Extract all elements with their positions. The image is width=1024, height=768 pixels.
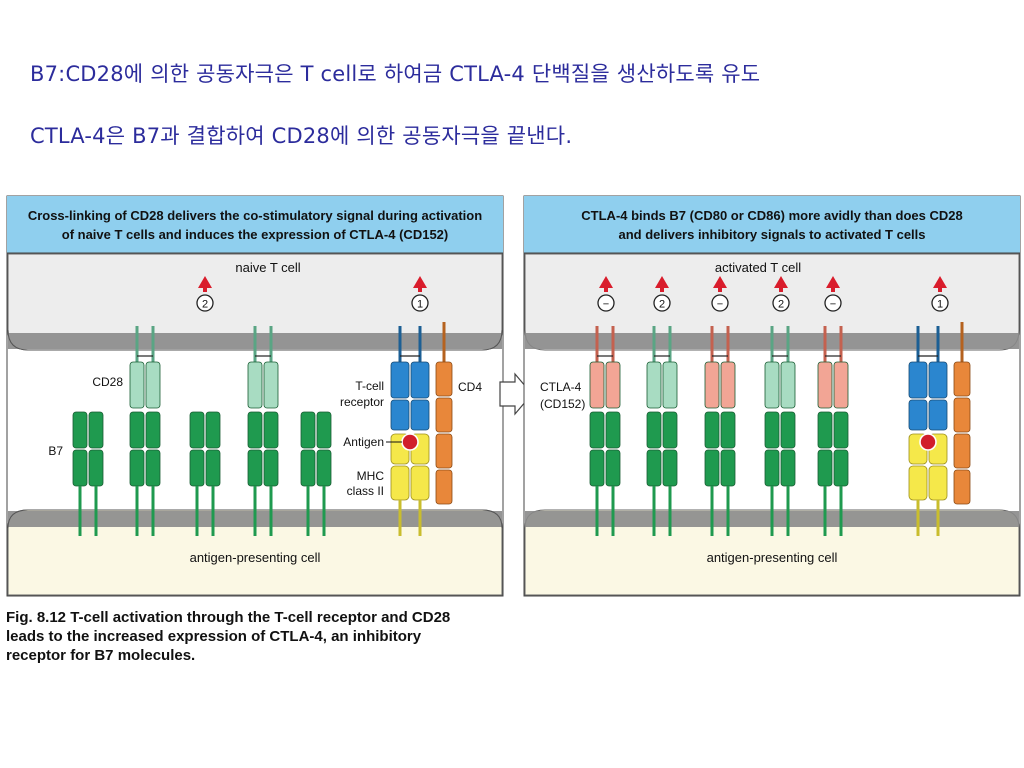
ctla4-b7-2-b7 — [704, 411, 736, 536]
left-header-line-2: of naive T cells and induces the express… — [62, 227, 448, 242]
signal-marker-symbol: − — [830, 299, 836, 311]
figure-caption: Fig. 8.12 T-cell activation through the … — [6, 609, 451, 664]
ctla4-b7-3-receptor — [817, 326, 849, 409]
ctla4-label-line-2: (CD152) — [540, 397, 585, 411]
cd28-b7-4-b7 — [764, 411, 796, 536]
tcr-label-line-1: T-cell — [355, 379, 384, 393]
tcr-label-line-2: receptor — [340, 395, 384, 409]
left-panel: Cross-linking of CD28 delivers the co-st… — [6, 195, 504, 597]
cd28-b7-1-receptor — [129, 326, 161, 409]
b7-label: B7 — [48, 444, 63, 458]
slide-text-line-2: CTLA-4은 B7과 결합하여 CD28에 의한 공동자극을 끝낸다. — [30, 124, 573, 148]
antigen-peptide — [401, 433, 419, 451]
antigen-peptide — [919, 433, 937, 451]
signal-2-marker: 2 — [196, 276, 214, 312]
signal-marker-1: − — [597, 276, 615, 312]
right-header-line-1: CTLA-4 binds B7 (CD80 or CD86) more avid… — [581, 208, 962, 223]
signal-marker-symbol: − — [603, 299, 609, 311]
left-apc-label: antigen-presenting cell — [190, 550, 321, 565]
signal-marker-symbol: 1 — [937, 299, 943, 311]
cd28-b7-4-receptor — [764, 326, 796, 409]
antigen-label: Antigen — [343, 435, 384, 449]
mhc-label-line-1: MHC — [357, 469, 385, 483]
right-header-line-2: and delivers inhibitory signals to activ… — [618, 227, 925, 242]
signal-marker-4: 2 — [772, 276, 790, 312]
ctla4-b7-3-b7 — [817, 411, 849, 536]
slide-text-line-1: B7:CD28에 의한 공동자극은 T cell로 하여금 CTLA-4 단백질… — [30, 62, 761, 86]
cd28-b7-2-receptor — [247, 326, 279, 409]
ctla4-b7-1-b7 — [589, 411, 621, 536]
signal-marker-symbol: 2 — [778, 299, 784, 311]
signal-marker-6: 1 — [931, 276, 949, 312]
tcr-mhc-cd4-complex — [390, 322, 453, 536]
signal-2-number: 2 — [202, 299, 208, 311]
left-header-line-1: Cross-linking of CD28 delivers the co-st… — [28, 208, 482, 223]
right-apc-label: antigen-presenting cell — [707, 550, 838, 565]
signal-marker-3: − — [711, 276, 729, 312]
right-tcr-mhc-cd4-complex — [908, 322, 971, 536]
signal-marker-symbol: 2 — [659, 299, 665, 311]
activated-t-cell-label: activated T cell — [715, 260, 801, 275]
cd28-b7-3-receptor — [646, 326, 678, 409]
signal-1-marker: 1 — [411, 276, 429, 312]
ctla4-b7-2-receptor — [704, 326, 736, 409]
b7-dimer-1 — [72, 411, 104, 536]
cd28-b7-1-b7 — [129, 411, 161, 536]
right-panel: CTLA-4 binds B7 (CD80 or CD86) more avid… — [523, 195, 1021, 597]
naive-t-cell-label: naive T cell — [235, 260, 300, 275]
ctla4-b7-1-receptor — [589, 326, 621, 409]
signal-marker-5: − — [824, 276, 842, 312]
signal-marker-symbol: − — [717, 299, 723, 311]
cd4-label: CD4 — [458, 380, 482, 394]
signal-marker-2: 2 — [653, 276, 671, 312]
b7-dimer-2 — [189, 411, 221, 536]
signal-1-number: 1 — [417, 299, 423, 311]
left-panel-header — [7, 196, 503, 253]
b7-dimer-3 — [300, 411, 332, 536]
mhc-label-line-2: class II — [347, 484, 384, 498]
cd28-label: CD28 — [92, 375, 123, 389]
right-panel-header — [524, 196, 1020, 253]
ctla4-label-line-1: CTLA-4 — [540, 380, 582, 394]
cd28-b7-3-b7 — [646, 411, 678, 536]
cd28-b7-2-b7 — [247, 411, 279, 536]
